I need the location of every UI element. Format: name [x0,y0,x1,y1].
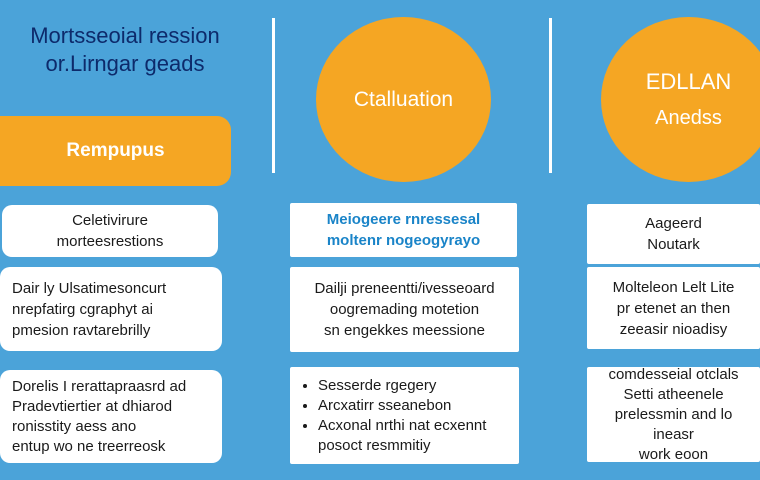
right-card-2: Molteleon Lelt Lite pr etenet an then ze… [587,267,760,349]
left-card-3-line-4: entup wo ne treerreosk [12,437,166,455]
column-divider-right [549,18,552,173]
title-line-2: or.Lirngar geads [45,51,205,76]
center-bullet-continuation: posoct resmmitiy [318,436,431,454]
left-card-3-line-2: Pradevtiertier at dhiarod [12,397,173,415]
center-card-1-line-1: Meiogeere rnressesal [326,211,481,228]
right-circle-line-1: EDLLAN [645,68,732,94]
left-header-label: Rempupus [66,140,165,161]
column-divider-left [272,18,275,173]
left-card-2: Dair ly Ulsatimesoncurt nrepfatirg cgrap… [0,267,222,351]
center-card-2: Dailji preneentti/ivesseoard oogremading… [290,267,519,352]
left-card-2-line-2: nrepfatirg cgraphyt ai [12,300,153,318]
left-card-1-line-1: Celetivirure [72,212,148,229]
center-card-1-line-2: moltenr nogeogyrayo [326,232,481,249]
center-circle-label: Ctalluation [353,87,454,111]
center-card-2-line-2: oogremading motetion [329,301,480,318]
title-line-1: Mortsseoial ression [30,23,220,48]
right-card-3-line-2: Setti atheenele [623,385,724,403]
left-card-2-line-1: Dair ly Ulsatimesoncurt [12,279,167,297]
right-card-3-line-1: comdesseial otclals [608,365,739,383]
right-card-1: Aageerd Noutark [587,204,760,264]
left-card-3-line-1: Dorelis I rerattapraasrd ad [12,377,187,395]
center-card-2-line-3: sn engekkes meessione [324,322,485,339]
right-card-2-line-2: pr etenet an then [616,299,731,317]
right-card-3: comdesseial otclals Setti atheenele prel… [587,365,760,463]
center-card-1: Meiogeere rnressesal moltenr nogeogyrayo [290,203,517,257]
left-header-pill: Rempupus [0,116,231,186]
center-card-2-line-1: Dailji preneentti/ivesseoard [314,280,495,297]
diagram-title: Mortsseoial ression or.Lirngar geads [0,22,250,78]
right-circle-line-2: Anedss [655,106,722,129]
right-card-1-line-2: Noutark [647,236,700,253]
left-card-3-line-3: ronisstity aess ano [12,417,137,435]
right-card-2-line-1: Molteleon Lelt Lite [612,278,735,296]
left-card-2-line-3: pmesion ravtarebrilly [12,321,151,339]
right-card-1-line-1: Aageerd [645,215,702,232]
right-card-2-line-3: zeeasir nioadisy [619,320,728,338]
center-bullet-list: Sesserde rgegery Arcxatirr sseanebon Acx… [302,376,507,436]
left-card-3: Dorelis I rerattapraasrd ad Pradevtierti… [0,370,222,463]
center-bullet-3: Acxonal nrthi nat ecxennt [318,416,507,436]
right-card-3-line-4: work eoon [638,445,709,463]
left-card-1-line-2: morteesrestions [56,233,164,250]
center-bullet-2: Arcxatirr sseanebon [318,396,507,416]
right-card-3-line-3: prelessmin and lo ineasr [614,405,733,443]
left-card-1: Celetivirure morteesrestions [2,205,218,257]
center-bullet-1: Sesserde rgegery [318,376,507,396]
center-card-3: Sesserde rgegery Arcxatirr sseanebon Acx… [290,367,519,464]
center-circle: Ctalluation [316,17,491,182]
right-circle: EDLLAN Anedss [601,17,760,182]
